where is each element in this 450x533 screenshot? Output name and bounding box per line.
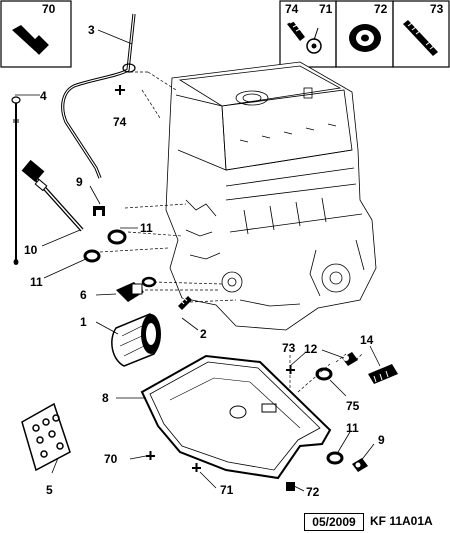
callout-9-pan: 9 xyxy=(378,433,385,447)
callout-6: 6 xyxy=(80,288,87,302)
box-70-number: 70 xyxy=(42,2,56,16)
callout-10: 10 xyxy=(24,243,38,257)
box-73-number: 73 xyxy=(430,2,444,16)
box-73: 73 xyxy=(392,0,450,68)
callout-75: 75 xyxy=(346,399,360,413)
stud-bolt-74-icon xyxy=(287,20,305,41)
leader-lines xyxy=(15,29,381,492)
callout-11-pan: 11 xyxy=(346,421,359,435)
nut-71-icon xyxy=(306,27,322,54)
cross-marker-70 xyxy=(146,451,155,460)
plug-12 xyxy=(342,352,358,366)
callout-71: 71 xyxy=(220,483,234,497)
plug-9-upper xyxy=(93,206,105,216)
oil-pan xyxy=(140,354,332,480)
dipstick xyxy=(11,96,21,265)
dipstick-tube xyxy=(61,13,136,179)
callout-72: 72 xyxy=(306,485,320,499)
callout-11-upper: 11 xyxy=(140,221,153,235)
diagram-reference-code: KF 11A01A xyxy=(370,514,433,528)
callout-5: 5 xyxy=(46,483,53,497)
box-70: 70 xyxy=(0,0,72,68)
seal-11-left xyxy=(83,249,101,263)
cross-marker-71 xyxy=(192,463,201,472)
engine-block xyxy=(165,61,377,331)
dipstick-guide-tube xyxy=(21,159,84,232)
square-marker-72 xyxy=(286,482,295,491)
gasket xyxy=(21,402,71,472)
callout-1: 1 xyxy=(80,315,87,329)
cross-marker-74 xyxy=(115,85,125,95)
filter-adapter xyxy=(178,296,192,310)
callout-73: 73 xyxy=(282,341,296,355)
callout-14: 14 xyxy=(360,333,374,347)
callout-9-upper: 9 xyxy=(76,175,83,189)
oil-level-sensor xyxy=(368,364,398,384)
seal-75 xyxy=(315,367,333,381)
callout-70: 70 xyxy=(104,452,118,466)
box-72: 72 xyxy=(335,0,394,68)
box-72-number: 72 xyxy=(374,2,388,16)
callout-74: 74 xyxy=(113,115,127,129)
stud-73-icon xyxy=(403,20,438,56)
box-74-number: 74 xyxy=(285,2,299,16)
callout-12: 12 xyxy=(304,342,318,356)
seal-11-upper xyxy=(107,229,127,245)
seal-11-pan xyxy=(326,451,344,465)
drain-plug-9 xyxy=(352,458,368,472)
callout-2: 2 xyxy=(200,327,207,341)
drain-plug-72-icon xyxy=(349,24,381,52)
pressure-switch xyxy=(116,276,157,302)
callout-8: 8 xyxy=(102,391,109,405)
callout-11-left: 11 xyxy=(30,275,43,289)
callout-4: 4 xyxy=(40,89,47,103)
date-stamp: 05/2009 xyxy=(304,513,364,531)
box-71-number: 71 xyxy=(319,2,333,16)
oil-filter xyxy=(111,313,161,367)
callout-3: 3 xyxy=(88,23,95,37)
bolt-70-icon xyxy=(12,24,49,55)
guide-lines xyxy=(99,71,363,395)
cross-marker-73 xyxy=(286,365,295,374)
box-74-71: 74 71 xyxy=(279,0,337,68)
